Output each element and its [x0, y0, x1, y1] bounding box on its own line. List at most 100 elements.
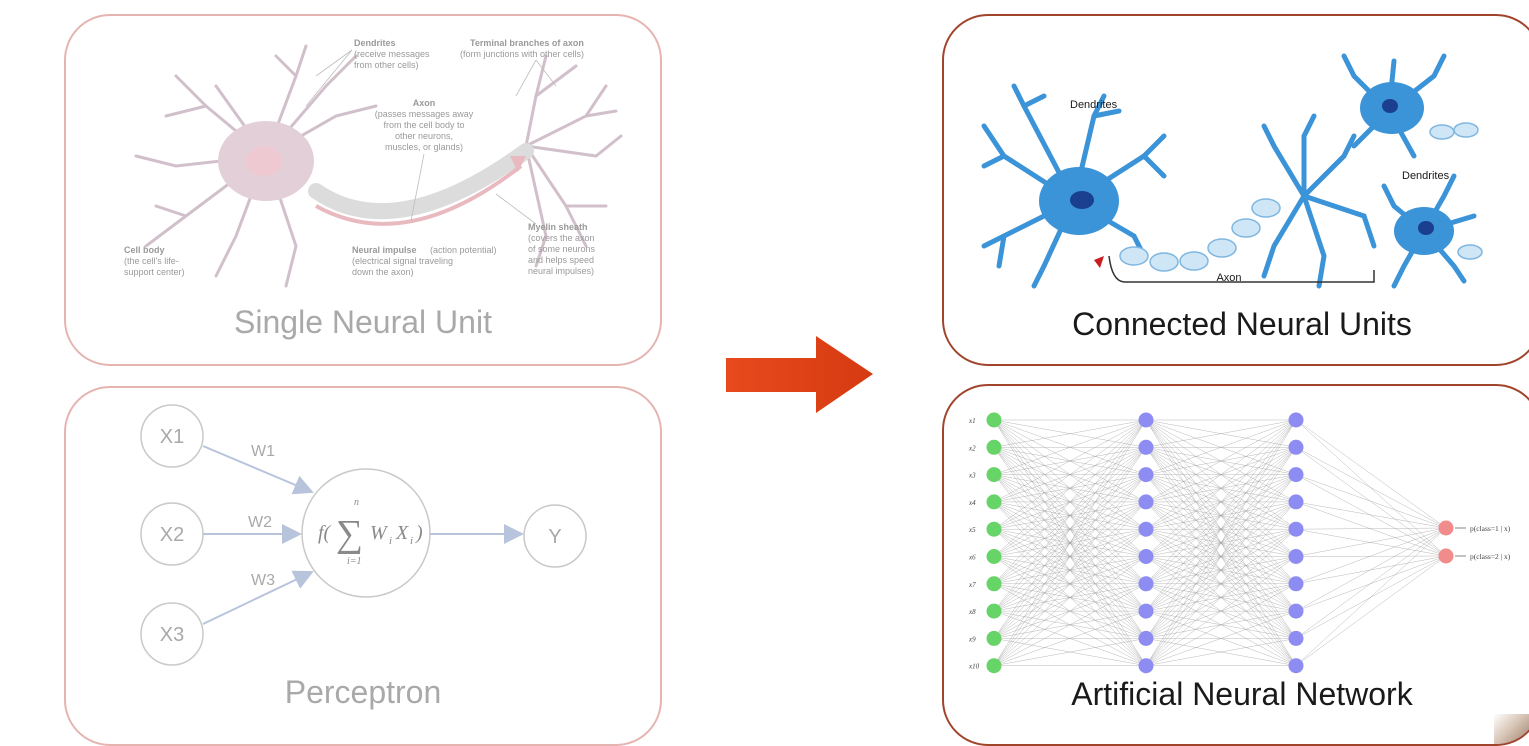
ann-connections	[993, 419, 1447, 666]
ann-connection	[993, 419, 1147, 530]
neuron-illustration: Dendrites (receive messages from other c…	[124, 38, 623, 288]
ann-input-label: x5	[968, 526, 976, 534]
ann-input-label: x1	[968, 417, 976, 425]
label-myelin-line4: neural impulses)	[528, 266, 594, 276]
webcam-corner	[1494, 714, 1529, 744]
ann-node-layer2-6	[1138, 549, 1154, 564]
ann-connection	[1145, 419, 1297, 639]
ann-node-layer2-3	[1138, 467, 1154, 483]
input-label-x1: X1	[160, 426, 184, 448]
ann-connection	[1295, 527, 1447, 530]
label-axon-line4: muscles, or glands)	[385, 142, 463, 152]
ann-node-layer4-1	[1438, 520, 1454, 536]
ann-connection	[1295, 474, 1447, 557]
ann-input-label: x4	[968, 499, 976, 507]
ann-connection	[1295, 527, 1447, 557]
ann-node-layer2-1	[1138, 412, 1154, 428]
ann-node-layer2-8	[1138, 603, 1154, 619]
ann-connection	[1295, 474, 1447, 529]
ann-connection	[1145, 529, 1297, 666]
sigma-symbol: ∑	[336, 513, 363, 555]
output-node-y	[523, 504, 587, 568]
label-axon: Axon	[413, 98, 436, 108]
ann-connection	[1295, 555, 1447, 584]
ann-node-layer2-10	[1138, 658, 1154, 674]
ann-node-layer3-7	[1288, 576, 1304, 592]
label-myelin-line3: and helps speed	[528, 255, 594, 265]
weight-label-w3: W3	[251, 572, 275, 589]
ann-connection	[993, 474, 1147, 666]
ann-connection	[1295, 529, 1447, 557]
label-myelin: Myelin sheath	[528, 222, 588, 232]
label-dendrites-line2: from other cells)	[354, 60, 419, 70]
label-terminal-line1: (form junctions with other cells)	[460, 49, 584, 59]
ann-input-label: x8	[968, 608, 976, 616]
perceptron-diagram: X1 X2 X3 Y W1 W2 W3 f( ∑ n i=1 W i X i )	[140, 404, 587, 666]
function-prefix: f(	[318, 522, 332, 544]
ann-connection	[993, 419, 1147, 448]
ann-connection	[1295, 527, 1447, 612]
ann-connection	[1295, 555, 1447, 666]
ann-connection	[1145, 474, 1297, 666]
perceptron-title: Perceptron	[284, 674, 442, 710]
ann-connection	[993, 419, 1147, 666]
weight-label-w2: W2	[248, 514, 272, 531]
ann-node-layer2-4	[1138, 494, 1154, 510]
ann-node-layer3-10	[1288, 658, 1304, 674]
input-label-x2: X2	[160, 524, 184, 546]
label-dendrites: Dendrites	[354, 38, 396, 48]
ann-node-layer3-2	[1288, 439, 1304, 455]
ann-node-layer1-10	[986, 658, 1002, 674]
ann-connection	[993, 419, 1147, 584]
ann-connection	[1295, 527, 1447, 639]
ann-input-label: x6	[968, 554, 976, 562]
ann-node-layer1-8	[986, 603, 1002, 619]
ann-connection	[993, 419, 1147, 612]
ann-node-layer3-8	[1288, 603, 1304, 619]
input-node-x1	[140, 404, 204, 468]
ann-connection	[993, 419, 1147, 503]
ann-output-label: p(class=1 | x)	[1470, 524, 1511, 533]
ann-node-layer1-4	[986, 494, 1002, 510]
label-axon-line2: from the cell body to	[383, 120, 464, 130]
ann-connection	[1295, 555, 1447, 612]
ann-node-layer1-6	[986, 549, 1002, 564]
ann-node-layer1-9	[986, 630, 1002, 646]
single-neural-unit-title: Single Neural Unit	[234, 304, 492, 340]
ann-node-layer3-5	[1288, 521, 1304, 537]
label-impulse-line2: down the axon)	[352, 267, 414, 277]
label-terminal-branches: Terminal branches of axon	[470, 38, 584, 48]
label-cell-body: Cell body	[124, 245, 165, 255]
ann-connection	[1145, 583, 1297, 666]
ann-node-layer1-5	[986, 521, 1002, 537]
x-subscript: i	[410, 535, 413, 547]
ann-node-layer3-9	[1288, 630, 1304, 646]
label-myelin-line2: of some neurons	[528, 244, 596, 254]
ann-connection	[993, 556, 1147, 666]
connected-neurons-illustration: Dendrites Dendrites Axon	[981, 53, 1483, 289]
ann-node-layer4-2	[1438, 548, 1454, 564]
ann-connection	[1145, 556, 1297, 666]
label-neural-impulse: Neural impulse	[352, 245, 417, 255]
label-cellbody-line2: support center)	[124, 267, 185, 277]
ann-connection	[993, 610, 1147, 666]
ann-connection	[993, 501, 1147, 666]
ann-node-layer2-9	[1138, 630, 1154, 646]
ann-node-layer1-7	[986, 576, 1002, 592]
ann-connection	[1145, 419, 1297, 666]
input-node-x3	[140, 602, 204, 666]
weight-label-w1: W1	[251, 443, 275, 460]
ann-output-label: p(class=2 | x)	[1470, 552, 1511, 561]
ann-connection	[1145, 419, 1297, 530]
ann-connection	[1145, 419, 1297, 557]
function-weight: W	[370, 522, 389, 544]
ann-connection	[993, 583, 1147, 666]
label-myelin-line1: (covers the axon	[528, 233, 595, 243]
ann-connection	[1145, 419, 1297, 448]
ann-node-layer2-5	[1138, 521, 1154, 537]
cursor-icon	[1094, 256, 1104, 268]
ann-connection	[1145, 419, 1297, 612]
weight-subscript: i	[389, 535, 392, 547]
